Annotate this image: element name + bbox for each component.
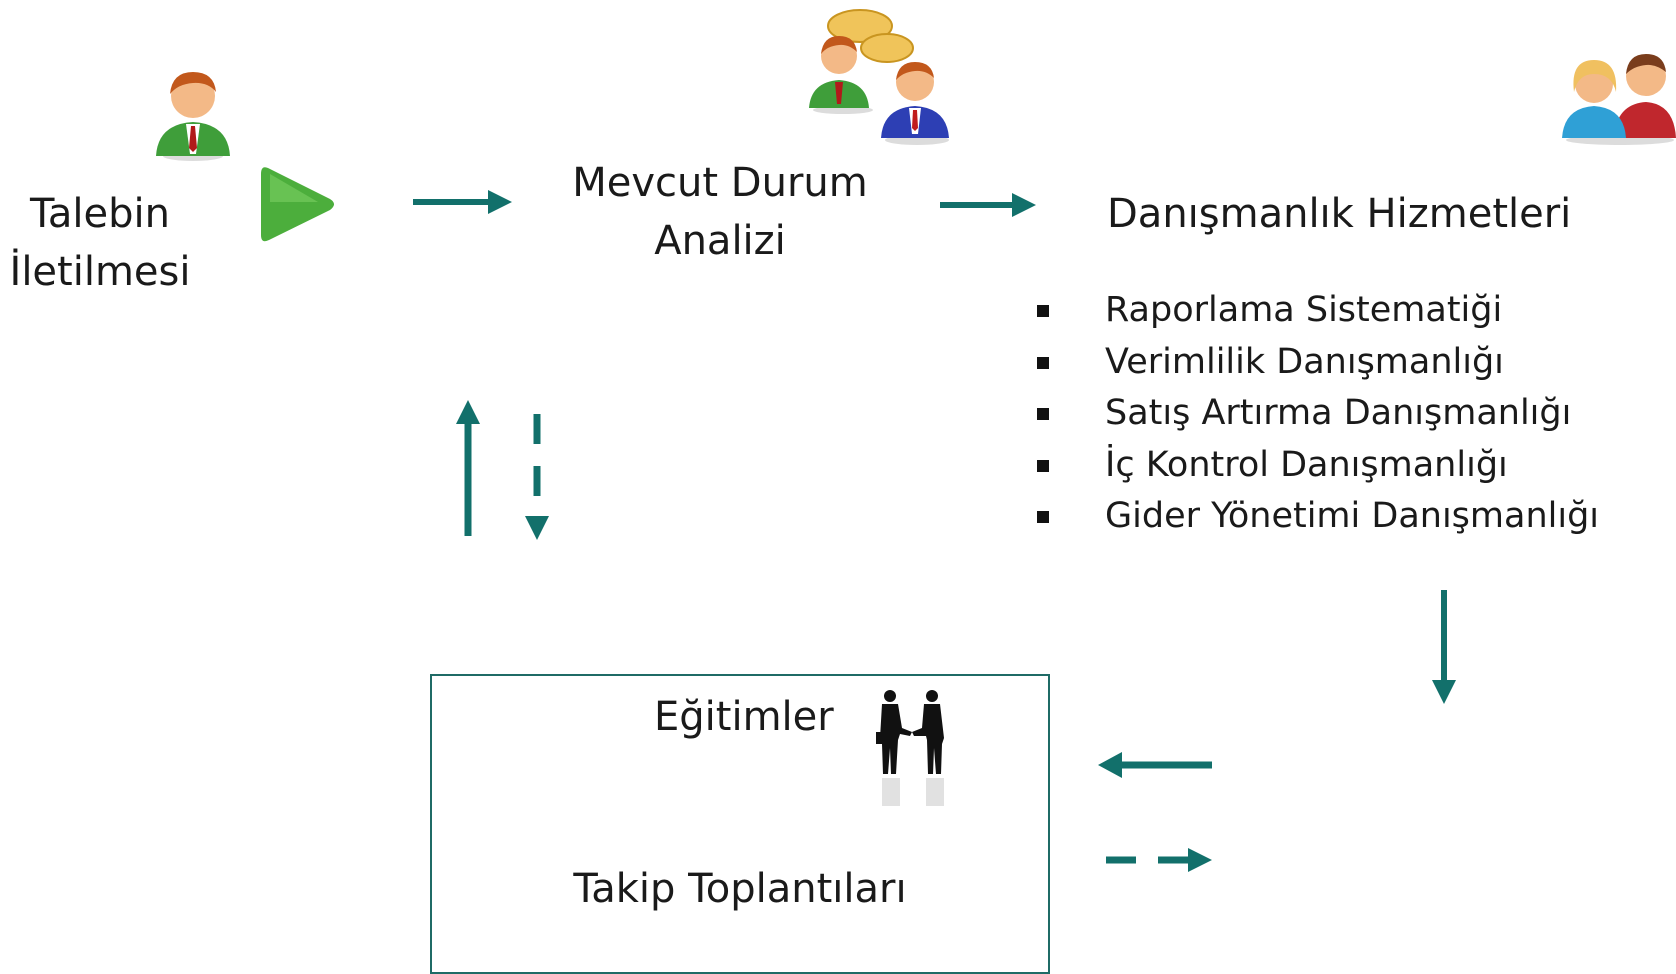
service-item: Satış Artırma Danışmanlığı <box>1037 388 1599 440</box>
step-analysis-line2: Analizi <box>654 218 786 264</box>
service-item: Raporlama Sistematiği <box>1037 285 1599 337</box>
arrow-right-dashed <box>1106 848 1212 872</box>
service-item: Verimlilik Danışmanlığı <box>1037 337 1599 389</box>
couple-icon <box>1562 54 1676 145</box>
arrow-left-to-box <box>1098 752 1212 778</box>
play-icon <box>261 167 334 242</box>
bullet-icon <box>1037 408 1049 420</box>
meetings-label: Takip Toplantıları <box>573 866 907 912</box>
services-list: Raporlama Sistematiği Verimlilik Danışma… <box>1037 285 1600 543</box>
arrow-consulting-down <box>1432 590 1456 704</box>
trainings-label: Eğitimler <box>654 694 834 740</box>
bullet-icon <box>1037 305 1049 317</box>
arrow-down-dashed <box>525 414 549 540</box>
conversation-icon <box>809 9 949 145</box>
bullet-icon <box>1037 356 1049 369</box>
arrow-analysis-to-consulting <box>940 193 1036 217</box>
service-item: Gider Yönetimi Danışmanlığı <box>1037 491 1600 543</box>
step-consulting-title: Danışmanlık Hizmetleri <box>1107 191 1572 237</box>
bullet-icon <box>1037 511 1049 523</box>
service-label: Satış Artırma Danışmanlığı <box>1105 393 1572 433</box>
step-analysis-line1: Mevcut Durum <box>572 160 868 206</box>
person-icon <box>156 72 230 161</box>
arrow-request-to-analysis <box>413 190 512 214</box>
service-label: İç Kontrol Danışmanlığı <box>1105 444 1508 485</box>
step-request-line2: İletilmesi <box>9 249 191 295</box>
step-analysis-label: Mevcut Durum Analizi <box>570 154 870 270</box>
service-item: İç Kontrol Danışmanlığı <box>1037 440 1599 492</box>
step-request-line1: Talebin <box>30 191 170 237</box>
service-label: Raporlama Sistematiği <box>1105 290 1503 330</box>
service-label: Gider Yönetimi Danışmanlığı <box>1105 496 1600 536</box>
step-request-label: Talebin İletilmesi <box>0 185 200 301</box>
service-label: Verimlilik Danışmanlığı <box>1105 341 1504 382</box>
handshake-icon <box>876 690 944 806</box>
arrow-up-solid <box>456 400 480 536</box>
bullet-icon <box>1037 459 1049 472</box>
